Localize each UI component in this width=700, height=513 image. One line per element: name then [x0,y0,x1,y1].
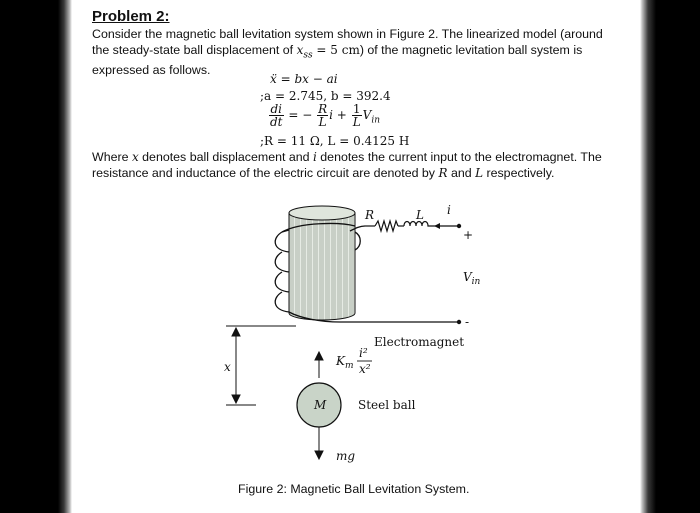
equation-3-v: V [362,108,372,122]
terminal-minus-dot [456,319,462,325]
desc-5: respectively. [483,165,555,180]
intro-math: xss = 5 cm [296,42,360,60]
resistor-symbol [374,218,399,234]
fraction-l: L [318,115,327,129]
fraction-r: R [317,102,329,116]
label-vin-v: V [463,270,473,284]
force-label: Km i² x² [335,346,372,376]
label-plus: + [463,228,473,242]
label-minus: - [465,315,469,329]
circuit-wire [365,218,458,234]
equation-2-text: ;a = 2.745, b = 392.4 [260,89,391,103]
equation-3-equals: = − [288,108,313,122]
equation-1-text: ẍ = bx − ai [270,72,338,86]
description-paragraph: Where x denotes ball displacement and i … [92,150,622,181]
desc-3: denotes the current input to the electro… [92,150,602,180]
label-steel-ball: Steel ball [358,398,416,412]
intro-math-x: x [296,42,304,57]
equation-3-v-sub: in [371,115,381,126]
current-arrow-icon [434,223,440,229]
electromagnet-coil [274,222,458,323]
inductor-symbol [403,220,440,227]
x-dimension-arrow [231,326,241,405]
magnetic-force-arrow [314,350,324,378]
problem-text: Problem 2: Consider the magnetic ball le… [92,8,622,79]
desc-r: R [438,165,448,180]
label-i: i [447,203,451,217]
gravity-arrow [314,427,324,461]
label-mg: mg [336,449,355,463]
desc-1: Where [92,150,132,164]
figure-caption: Figure 2: Magnetic Ball Levitation Syste… [238,482,470,496]
label-force-den: x² [359,362,371,376]
equation-4-text: ;R = 11 Ω, L = 0.4125 H [260,134,410,148]
desc-x: x [131,150,139,164]
desc-2: denotes ball displacement and [138,150,313,164]
dark-left-margin [0,0,72,513]
equation-4: ;R = 11 Ω, L = 0.4125 H [260,134,409,148]
label-x: x [224,360,231,374]
label-vin: Vin [463,270,481,287]
intro-math-rest: = 5 cm [312,42,360,57]
desc-4: and [447,165,476,180]
label-m: M [313,398,327,412]
label-electromagnet: Electromagnet [374,335,464,349]
equation-3-i: i + [329,108,347,122]
desc-i: i [313,150,317,164]
fraction-l2: L [352,115,361,129]
desc-l: L [475,165,484,180]
label-force-k: Km [335,354,354,371]
fraction-dt: dt [270,115,283,129]
intro-text-2: ) of the magnetic levitation ball system… [92,42,583,78]
problem-title: Problem 2: [92,8,170,25]
label-force-k-sub: m [345,361,354,371]
intro-text-1: Consider the magnetic ball levitation sy… [92,27,603,57]
label-l: L [415,208,424,222]
label-r: R [364,208,374,222]
label-vin-sub: in [472,277,481,287]
problem-intro: Consider the magnetic ball levitation sy… [92,27,622,79]
dark-right-margin [640,0,700,513]
intro-math-sub: ss [303,49,313,60]
label-force-num: i² [359,346,368,360]
fraction-1: 1 [351,102,362,116]
equation-2: ;a = 2.745, b = 392.4 [260,89,391,103]
electromagnet-core [288,205,356,321]
label-force-k-letter: K [335,354,346,368]
terminal-plus-dot [456,223,462,229]
fraction-di: di [269,102,284,116]
equation-1: ẍ = bx − ai [270,72,338,86]
